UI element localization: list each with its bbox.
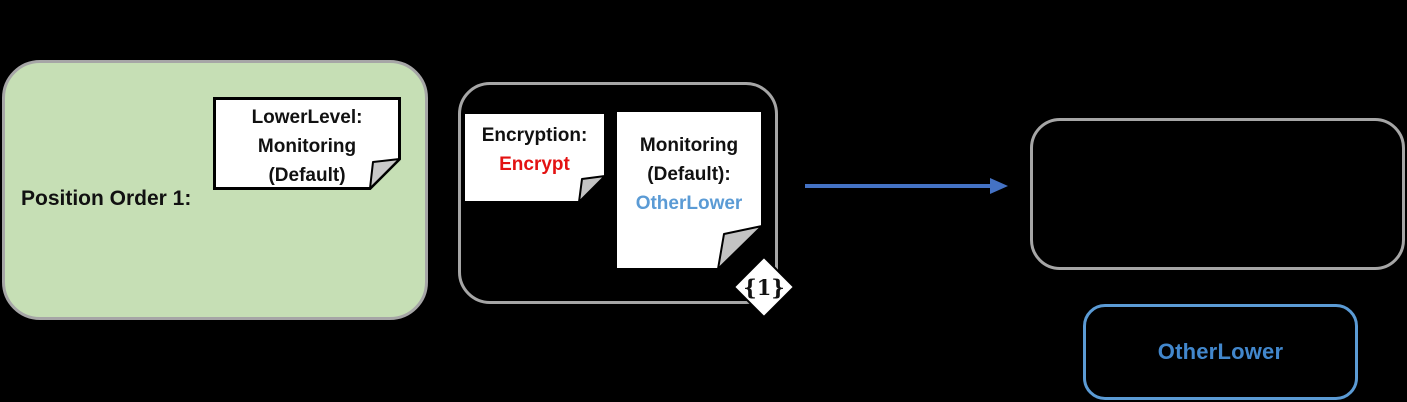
lowerlevel-note-text: LowerLevel: Monitoring (Default) <box>213 97 401 190</box>
position-order-label: Position Order 1: <box>21 187 192 210</box>
note-paper-icon <box>213 97 401 190</box>
note-label: Monitoring <box>639 135 739 156</box>
note-label: Encryption: <box>481 125 588 146</box>
result-box-label: OtherLower <box>1157 339 1284 364</box>
encryption-note-text: Encryption: Encrypt <box>463 112 606 179</box>
note-line: Monitoring <box>257 136 357 157</box>
lowerlevel-note: LowerLevel: Monitoring (Default) <box>213 97 401 190</box>
multiplicity-badge: {1} <box>733 256 795 318</box>
result-box: OtherLower <box>1083 304 1358 400</box>
monitoring-note: Monitoring (Default): OtherLower <box>615 110 763 270</box>
flow-arrow-icon <box>805 178 1008 194</box>
multiplicity-badge-label: {1} <box>743 274 785 300</box>
diamond-icon <box>733 256 795 318</box>
note-paper-icon <box>463 112 606 203</box>
note-line: LowerLevel: <box>251 107 363 128</box>
monitoring-note-text: Monitoring (Default): OtherLower <box>615 110 763 218</box>
note-paper-icon <box>615 110 763 270</box>
note-value: Encrypt <box>499 154 570 175</box>
target-group <box>1030 118 1405 270</box>
note-value: OtherLower <box>635 193 743 214</box>
transition-group <box>458 82 778 304</box>
note-label: (Default): <box>647 164 731 185</box>
note-line: (Default) <box>268 165 346 186</box>
encryption-note: Encryption: Encrypt <box>463 112 606 203</box>
